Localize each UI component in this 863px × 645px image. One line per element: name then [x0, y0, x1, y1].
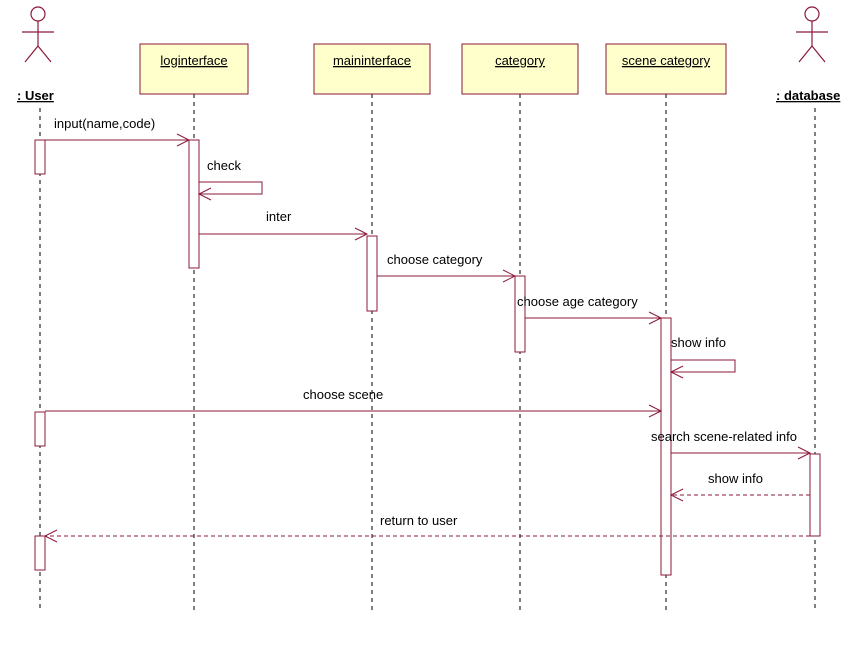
actor-database [796, 6, 828, 63]
participant-label-database: : database [776, 88, 840, 103]
object-label-maininterface: maininterface [333, 53, 411, 68]
message-show-info-self [669, 359, 736, 379]
message-check-line [199, 181, 263, 195]
object-maininterface: maininterface [313, 43, 431, 95]
actor-user-leg-left [24, 45, 39, 63]
participant-label-user: : User [17, 88, 54, 103]
object-box-maininterface [313, 43, 431, 95]
actor-user [22, 6, 54, 63]
message-search-scene-info [671, 446, 812, 460]
message-label-return-to-user: return to user [380, 513, 458, 528]
message-show-info-self-arrowhead [669, 365, 684, 379]
message-choose-category-arrowhead [502, 269, 517, 283]
object-label-category: category [495, 53, 545, 68]
message-search-scene-info-arrowhead [797, 446, 812, 460]
message-choose-scene [45, 404, 663, 418]
messages [43, 133, 812, 543]
message-input-arrowhead [176, 133, 191, 147]
activation-user-2 [34, 411, 46, 447]
message-return-to-user-arrowhead [43, 529, 58, 543]
message-show-info-self-line [671, 359, 736, 373]
message-choose-age-category [525, 311, 663, 325]
object-label-scene-category: scene category [622, 53, 711, 68]
message-label-input: input(name,code) [54, 116, 155, 131]
message-choose-category [377, 269, 517, 283]
message-show-info-return [669, 488, 810, 502]
activation-category [514, 275, 526, 353]
activation-scene-category [660, 317, 672, 576]
activation-loginterface [188, 139, 200, 269]
actor-user-leg-right [37, 45, 52, 63]
object-box-category [461, 43, 579, 95]
activation-maininterface [366, 235, 378, 312]
actor-database-leg-right [811, 45, 826, 63]
object-box-loginterface [139, 43, 249, 95]
activation-user-1 [34, 139, 46, 175]
object-box-scene-category [605, 43, 727, 95]
message-label-show-info-return: show info [708, 471, 763, 486]
message-label-inter: inter [266, 209, 292, 224]
message-inter-arrowhead [354, 227, 369, 241]
message-label-show-info-self: show info [671, 335, 726, 350]
message-inter [199, 227, 369, 241]
activation-user-3 [34, 535, 46, 571]
message-input [45, 133, 191, 147]
message-label-choose-age-category: choose age category [517, 294, 638, 309]
object-loginterface: loginterface [139, 43, 249, 95]
message-return-to-user [43, 529, 810, 543]
message-choose-age-category-arrowhead [648, 311, 663, 325]
message-label-choose-category: choose category [387, 252, 483, 267]
object-label-loginterface: loginterface [160, 53, 227, 68]
actor-database-leg-left [798, 45, 813, 63]
message-label-choose-scene: choose scene [303, 387, 383, 402]
message-label-search-scene-info: search scene-related info [651, 429, 797, 444]
message-check-arrowhead [197, 187, 212, 201]
object-scene-category: scene category [605, 43, 727, 95]
object-category: category [461, 43, 579, 95]
message-label-check: check [207, 158, 241, 173]
message-choose-scene-arrowhead [648, 404, 663, 418]
message-show-info-return-arrowhead [669, 488, 684, 502]
activation-database [809, 453, 821, 537]
message-check [197, 181, 263, 201]
